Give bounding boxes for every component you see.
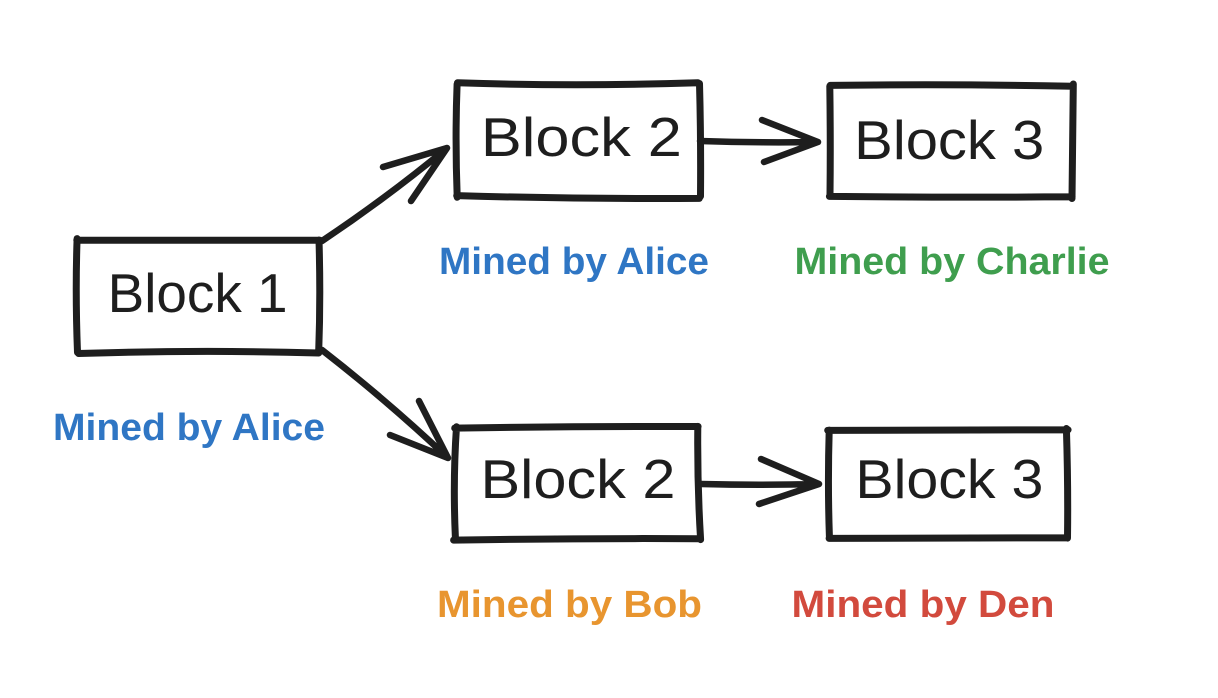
svg-text:Mined by Bob: Mined by Bob <box>437 584 702 626</box>
svg-text:Block 3: Block 3 <box>855 448 1043 510</box>
svg-text:Block 2: Block 2 <box>481 106 682 168</box>
svg-text:Block 1: Block 1 <box>108 262 288 324</box>
svg-text:Mined by Alice: Mined by Alice <box>53 407 325 449</box>
svg-text:Block 2: Block 2 <box>481 448 676 510</box>
svg-text:Mined by Den: Mined by Den <box>792 584 1055 626</box>
svg-text:Block 3: Block 3 <box>854 109 1044 171</box>
svg-text:Mined by Charlie: Mined by Charlie <box>795 241 1110 283</box>
svg-text:Mined by Alice: Mined by Alice <box>439 241 709 283</box>
